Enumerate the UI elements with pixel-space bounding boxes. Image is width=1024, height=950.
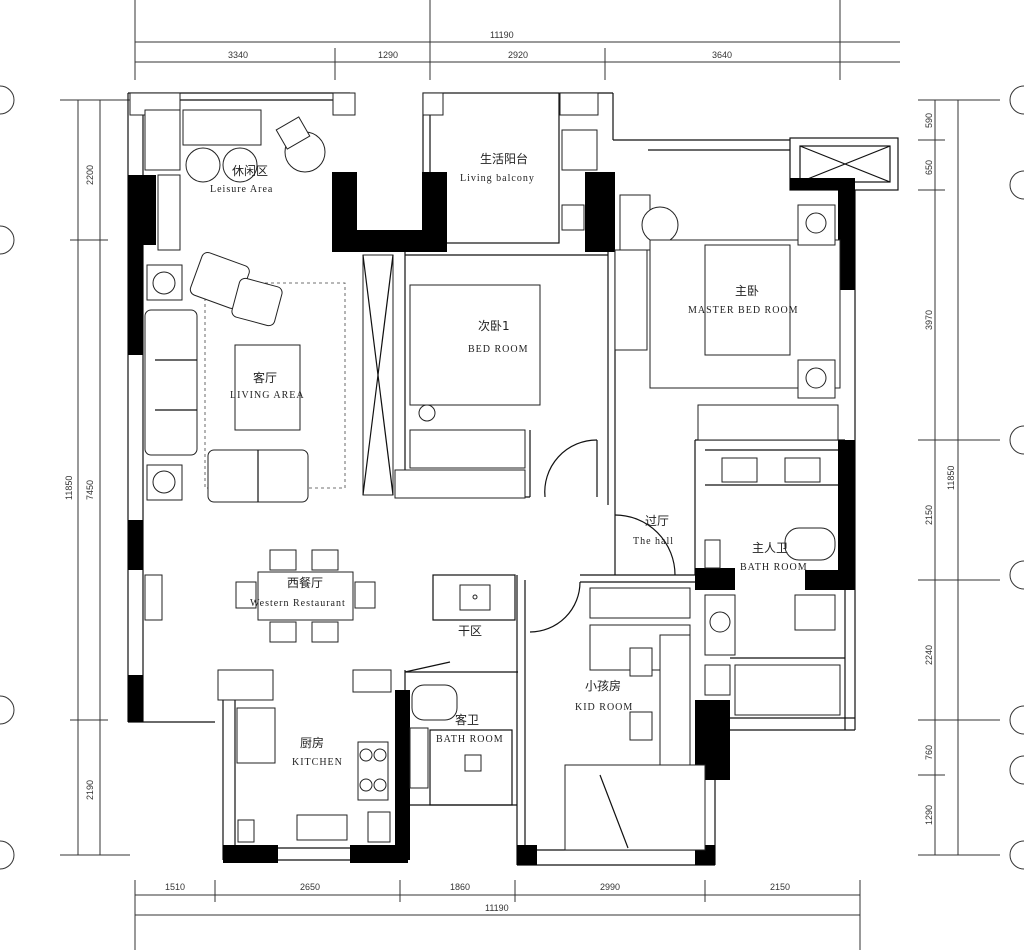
left-dimension-chain: 2200 11850 7450 2190	[0, 85, 130, 870]
leisure-cabinet	[144, 109, 181, 171]
label-master-en: MASTER BED ROOM	[688, 305, 799, 316]
top-seg-3: 2920	[508, 50, 528, 60]
label-living-en: LIVING AREA	[230, 390, 305, 401]
master-wardrobe	[697, 404, 839, 441]
wardrobe	[409, 429, 526, 469]
label-master-bath-zh: 主人卫	[752, 541, 788, 555]
right-seg-4: 2150	[924, 505, 934, 525]
label-living-zh: 客厅	[253, 370, 277, 385]
label-master-zh: 主卧	[735, 284, 759, 298]
top-seg-1: 3340	[228, 50, 248, 60]
label-balcony-en: Living balcony	[460, 173, 535, 184]
right-seg-1: 590	[924, 113, 934, 128]
room-labels: 休闲区 Leisure Area 生活阳台 Living balcony 主卧 …	[210, 151, 808, 768]
label-western-zh: 西餐厅	[287, 575, 323, 590]
label-leisure-en: Leisure Area	[210, 184, 273, 195]
label-guest-bath-zh: 客卫	[455, 712, 479, 727]
bottom-total: 11190	[485, 903, 509, 913]
label-balcony-zh: 生活阳台	[480, 151, 528, 166]
sofa	[144, 309, 198, 456]
left-seg-bottom: 2190	[85, 780, 95, 800]
top-dimension-chain: 11190 3340 1290 2920 3640	[134, 0, 900, 80]
bottom-seg-4: 2990	[600, 882, 620, 892]
label-hall-en: The hall	[633, 536, 674, 547]
right-dimension-chain: 590 650 3970 2150 2240 760 1290 11850	[918, 85, 1024, 870]
right-seg-2: 650	[924, 160, 934, 175]
bottom-seg-3: 1860	[450, 882, 470, 892]
dining-table	[257, 571, 354, 621]
label-leisure-zh: 休闲区	[232, 164, 268, 178]
label-master-bath-en: BATH ROOM	[740, 562, 808, 573]
label-bed1-en: BED ROOM	[468, 344, 529, 355]
left-total-inner: 7450	[85, 480, 95, 500]
left-seg-top: 2200	[85, 165, 95, 185]
bathtub	[784, 527, 836, 561]
label-guest-bath-en: BATH ROOM	[436, 734, 504, 745]
right-seg-5: 2240	[924, 645, 934, 665]
label-hall-zh: 过厅	[645, 514, 669, 528]
label-kitchen-zh: 厨房	[300, 735, 324, 750]
label-kid-en: KID ROOM	[575, 702, 633, 713]
bottom-seg-2: 2650	[300, 882, 320, 892]
label-kitchen-en: KITCHEN	[292, 757, 343, 768]
bottom-dimension-chain: 1510 2650 1860 2990 2150 11190	[134, 880, 861, 950]
bottom-seg-5: 2150	[770, 882, 790, 892]
right-seg-7: 1290	[924, 805, 934, 825]
top-seg-2: 1290	[378, 50, 398, 60]
right-seg-3: 3970	[924, 310, 934, 330]
top-total: 11190	[490, 30, 514, 40]
furniture	[129, 92, 841, 851]
label-western-en: Western Restaurant	[250, 598, 346, 609]
top-seg-4: 3640	[712, 50, 732, 60]
label-bed1-zh: 次卧1	[478, 319, 510, 333]
right-seg-6: 760	[924, 745, 934, 760]
right-total: 11850	[946, 466, 956, 490]
left-total-outer: 11850	[64, 476, 74, 500]
label-dry-area-zh: 干区	[458, 624, 482, 638]
bottom-seg-1: 1510	[165, 882, 185, 892]
solid-walls	[128, 172, 855, 865]
label-kid-zh: 小孩房	[585, 678, 621, 693]
